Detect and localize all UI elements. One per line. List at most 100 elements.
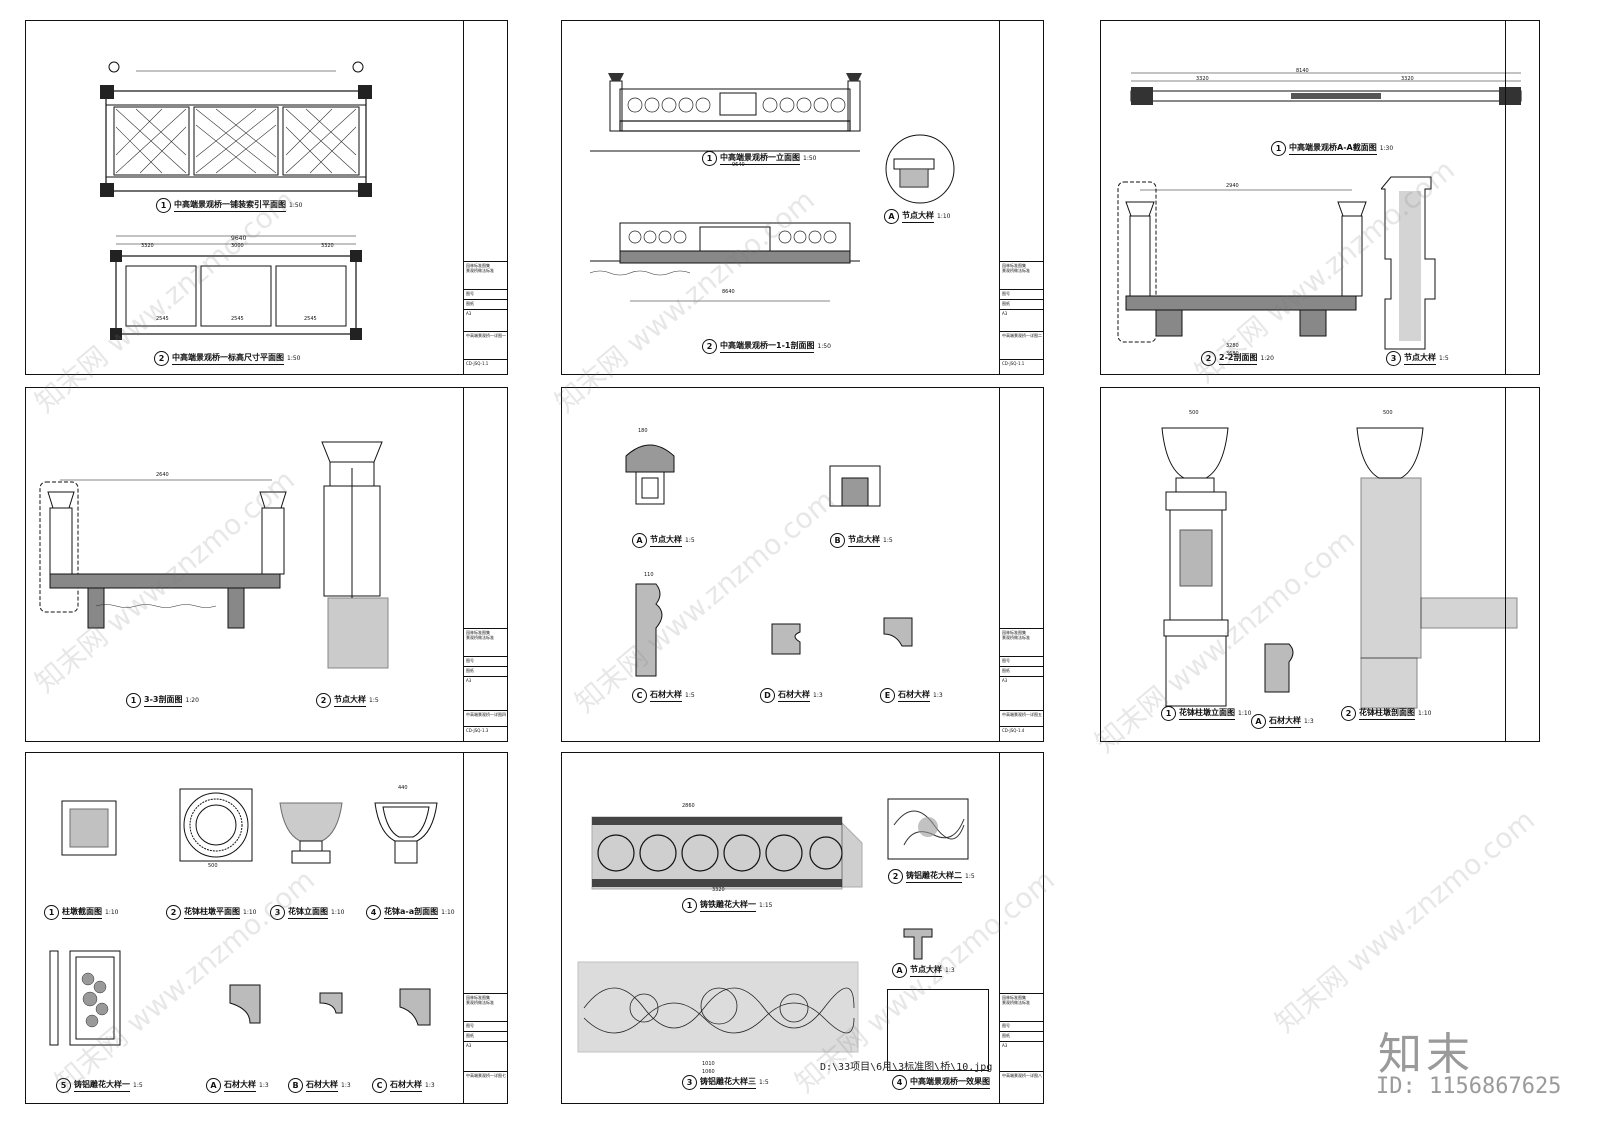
sheet1-dim-total: 9640 [231, 235, 247, 242]
brand-id: ID: 1156867625 [1376, 1074, 1562, 1099]
sheet1-caption-2: 2 中高端景观桥一标高尺寸平面图 1:50 [154, 351, 300, 366]
brand-logo: 知末 [1378, 1029, 1474, 1080]
sheet1-dim-a: 3320 [141, 243, 154, 249]
sheet7-caption-a: A 石材大样 1:3 [206, 1078, 269, 1093]
watermark: 知末网 www.znzmo.com [1268, 803, 1541, 1040]
plan-paving-index [76, 61, 396, 211]
rendering-frame [887, 989, 989, 1071]
cast-aluminum-carving-2 [884, 795, 974, 865]
sheet3-dim-a: 3320 [1196, 76, 1209, 82]
sheet7-caption-c: C 石材大样 1:3 [372, 1078, 435, 1093]
sheet7-title-block: 园林标准图集景观桥做法标准 图号 图纸 A3 中高端景观桥一详图七 [463, 753, 507, 1103]
bridge-elevation [580, 61, 870, 161]
section-2-2 [1116, 176, 1376, 356]
sheet8-caption-a: A 节点大样 1:3 [892, 963, 955, 978]
sheet3-caption-1: 1 中高端景观桥A-A截面图 1:30 [1271, 141, 1393, 156]
stone-c [630, 580, 680, 680]
planter-pier-elevation [1156, 418, 1236, 718]
sheet7-caption-1: 1 柱墩截面图 1:10 [44, 905, 118, 920]
sheet7-dim-b: 440 [398, 785, 408, 791]
node-b-5 [820, 446, 890, 516]
sheet7-dim-a: 500 [208, 863, 218, 869]
sheet1-title-block: 园林标准图集景观桥做法标准 图号 图纸 A3 中高端景观桥一详图一 CD-JSQ… [463, 21, 507, 374]
sheet5-caption-e: E 石材大样 1:3 [880, 688, 943, 703]
sheet6-caption-2: 2 花钵柱墩剖面图 1:10 [1341, 706, 1431, 721]
sheet5-caption-a: A 节点大样 1:5 [632, 533, 695, 548]
sheet3-caption-2: 2 2-2剖面图 1:20 [1201, 351, 1274, 366]
sheet8-caption-1: 1 铸铁雕花大样一 1:15 [682, 898, 772, 913]
sheet-1: 1 中高端景观桥一铺装索引平面图 1:50 9640 3320 3000 332… [25, 20, 508, 375]
sheet8-dim-c: 1010 [702, 1061, 715, 1067]
sheet3-title-block [1505, 21, 1539, 374]
stone-a-7 [226, 981, 266, 1031]
sheet8-dim-a: 2860 [682, 803, 695, 809]
sheet-4: 2640 1 3-3剖面图 1:20 2 节点大样 1:5 园林标准图集景观桥做… [25, 387, 508, 742]
sheet-5: 180 A 节点大样 1:5 B 节点大样 1:5 110 C 石材大样 1:5… [561, 387, 1044, 742]
sheet8-caption-2: 2 铸铝雕花大样二 1:5 [888, 869, 975, 884]
stone-d [768, 618, 808, 658]
stone-a-6 [1261, 638, 1301, 698]
sheet4-caption-2: 2 节点大样 1:5 [316, 693, 379, 708]
sheet8-caption-3: 3 铸铝雕花大样三 1:5 [682, 1075, 769, 1090]
sheet-8: 2860 3320 1 铸铁雕花大样一 1:15 2 铸铝雕花大样二 1:5 A… [561, 752, 1044, 1104]
sheet-7: 1 柱墩截面图 1:10 500 2 花钵柱墩平面图 1:10 3 花钵立面图 … [25, 752, 508, 1104]
sheet3-dim-b: 3320 [1401, 76, 1414, 82]
sheet1-caption-1: 1 中高端景观桥一铺装索引平面图 1:50 [156, 198, 302, 213]
planter-a-a-section [371, 793, 441, 873]
sheet1-dim-e: 2545 [231, 316, 244, 322]
planter-plan [176, 785, 256, 865]
sheet5-caption-b: B 节点大样 1:5 [830, 533, 893, 548]
sheet-3: 8140 3320 3320 1 中高端景观桥A-A截面图 1:30 2940 … [1100, 20, 1540, 375]
stone-c-7 [396, 985, 436, 1035]
planter-pier-section [1351, 418, 1521, 718]
stone-b-7 [316, 989, 346, 1019]
sheet7-caption-b: B 石材大样 1:3 [288, 1078, 351, 1093]
node-detail-3 [1381, 171, 1451, 351]
node-a-5 [620, 436, 680, 516]
sheet-2: 9640 1 中高端景观桥一立面图 1:50 A 节点大样 1:10 [561, 20, 1044, 375]
sheet4-title-block: 园林标准图集景观桥做法标准 图号 图纸 A3 中高端景观桥一详图四 CD-JSQ… [463, 388, 507, 741]
sheet3-dim-c: 2940 [1226, 183, 1239, 189]
sheet1-dim-f: 2545 [304, 316, 317, 322]
sheet2-dim-b: 8640 [722, 289, 735, 295]
sheet5-dim-b: 110 [644, 572, 654, 578]
sheet5-dim-a: 180 [638, 428, 648, 434]
node-detail-pillar [314, 438, 394, 688]
bridge-section-1-1 [580, 201, 870, 311]
sheet2-caption-1: 1 中高端景观桥一立面图 1:50 [702, 151, 816, 166]
pier-cross-section [54, 793, 124, 873]
cross-section-a-a [1121, 61, 1531, 121]
cast-iron-carving-1 [588, 813, 868, 893]
sheet7-caption-2: 2 花钵柱墩平面图 1:10 [166, 905, 256, 920]
sheet3-caption-3: 3 节点大样 1:5 [1386, 351, 1449, 366]
sheet3-dim-total: 8140 [1296, 68, 1309, 74]
sheet6-dim-b: 500 [1383, 410, 1393, 416]
sheet2-dim-total: 9640 [732, 162, 745, 168]
sheet5-caption-d: D 石材大样 1:3 [760, 688, 823, 703]
sheet2-title-block: 园林标准图集景观桥做法标准 图号 图纸 A3 中高端景观桥一详图二 CD-JSQ… [999, 21, 1043, 374]
cast-aluminum-carving-3 [574, 958, 864, 1058]
sheet1-dim-d: 2545 [156, 316, 169, 322]
sheet7-caption-3: 3 花钵立面图 1:10 [270, 905, 344, 920]
section-3-3 [36, 478, 306, 638]
planter-elevation [276, 793, 346, 873]
sheet2-caption-2: 2 中高端景观桥一1-1剖面图 1:50 [702, 339, 831, 354]
plan-elevation-dimension [86, 216, 406, 341]
sheet5-title-block: 园林标准图集景观桥做法标准 图号 图纸 A3 中高端景观桥一详图五 CD-JSQ… [999, 388, 1043, 741]
stone-e [880, 614, 920, 654]
sheet3-dim-e: 3680 [1226, 351, 1239, 357]
sheet8-title-block: 园林标准图集景观桥做法标准 图号 图纸 A3 中高端景观桥一详图八 [999, 753, 1043, 1103]
sheet-6: 500 1 花钵柱墩立面图 1:10 A 石材大样 1:3 500 2 花钵柱墩… [1100, 387, 1540, 742]
sheet2-caption-a: A 节点大样 1:10 [884, 209, 950, 224]
sheet4-dim: 2640 [156, 472, 169, 478]
sheet6-title-block [1505, 388, 1539, 741]
sheet7-caption-4: 4 花钵a-a剖面图 1:10 [366, 905, 455, 920]
sheet8-dim-b: 3320 [712, 887, 725, 893]
file-path: D:\33项目\6月\3标准图\桥\10.jpg [820, 1062, 993, 1073]
sheet3-dim-d: 3280 [1226, 343, 1239, 349]
cast-aluminum-carving-1 [46, 943, 126, 1053]
node-detail-a-8 [900, 923, 940, 963]
sheet6-dim-a: 500 [1189, 410, 1199, 416]
node-detail-a [880, 129, 960, 209]
sheet4-caption-1: 1 3-3剖面图 1:20 [126, 693, 199, 708]
